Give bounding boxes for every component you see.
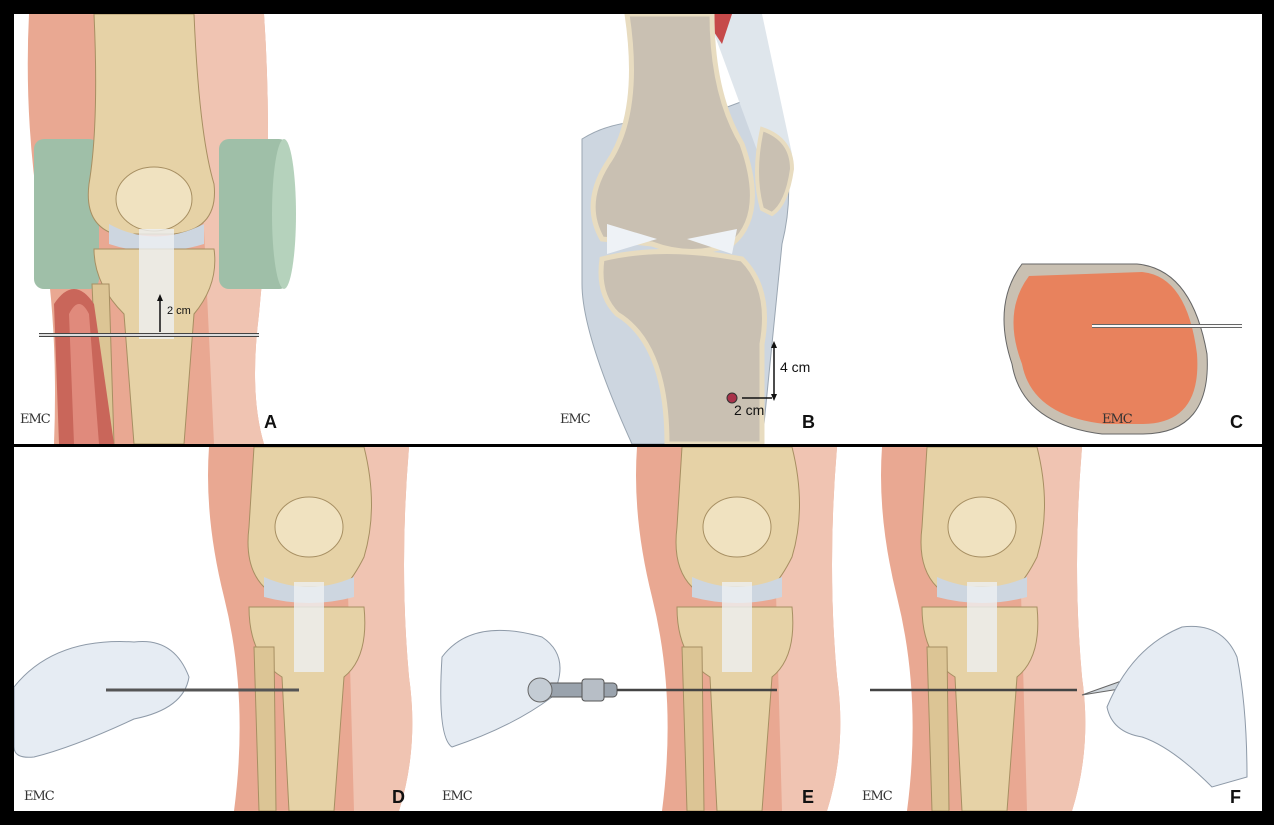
knee-anterior-illustration (432, 447, 852, 811)
watermark: EMC (24, 789, 54, 804)
tibia-cross-section (852, 14, 1262, 444)
panel-c: EMC C (852, 14, 1262, 444)
panel-e: EMC E (432, 447, 852, 811)
gloved-hand-icon (1107, 626, 1247, 787)
foam-pad-left (34, 139, 99, 289)
panel-b: 4 cm 2 cm EMC B (432, 14, 852, 444)
panel-label: D (392, 787, 405, 808)
knee-sagittal-section (432, 14, 852, 444)
panel-a: 2 cm EMC A (14, 14, 432, 444)
knee-anterior-illustration (852, 447, 1262, 811)
watermark: EMC (862, 789, 892, 804)
watermark: EMC (20, 412, 50, 427)
knee-anterior-illustration (14, 14, 432, 444)
panel-f: EMC F (852, 447, 1262, 811)
measure-horizontal: 2 cm (734, 402, 764, 418)
gloved-hand-icon (14, 641, 189, 757)
panel-label: B (802, 412, 815, 433)
hand-drill-icon (528, 678, 617, 702)
panel-d: EMC D (14, 447, 432, 811)
panel-label: A (264, 412, 277, 433)
watermark: EMC (442, 789, 472, 804)
knee-anterior-illustration (14, 447, 432, 811)
measure-vertical: 4 cm (780, 359, 810, 375)
watermark: EMC (560, 412, 590, 427)
panel-label: C (1230, 412, 1243, 433)
watermark: EMC (1102, 412, 1132, 427)
measure-label: 2 cm (167, 305, 191, 317)
panel-label: F (1230, 787, 1241, 808)
panel-label: E (802, 787, 814, 808)
